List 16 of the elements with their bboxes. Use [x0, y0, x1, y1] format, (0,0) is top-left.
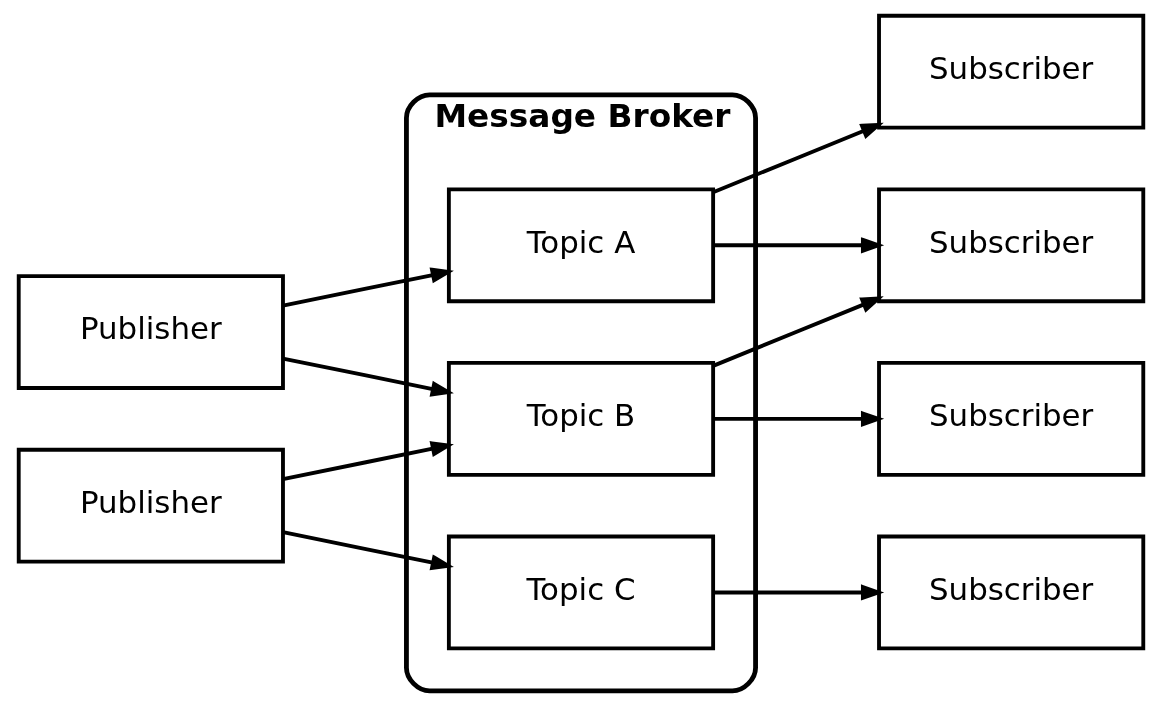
- arrow: [282, 267, 454, 308]
- arrow: [712, 410, 884, 427]
- arrow: [282, 356, 454, 397]
- node-box: Subscriber: [876, 534, 1145, 651]
- arrow: [282, 441, 454, 482]
- node-box: Publisher: [16, 274, 285, 390]
- node-box: Subscriber: [876, 13, 1145, 130]
- node-box: Subscriber: [876, 361, 1145, 477]
- node-box: Topic C: [446, 534, 715, 651]
- node-box: Subscriber: [876, 187, 1145, 304]
- node-box: Topic B: [446, 361, 715, 477]
- arrow: [282, 530, 454, 571]
- node-box: Topic A: [446, 187, 715, 304]
- node-box: Publisher: [16, 447, 285, 564]
- arrow: [712, 584, 884, 601]
- arrow: [712, 237, 884, 254]
